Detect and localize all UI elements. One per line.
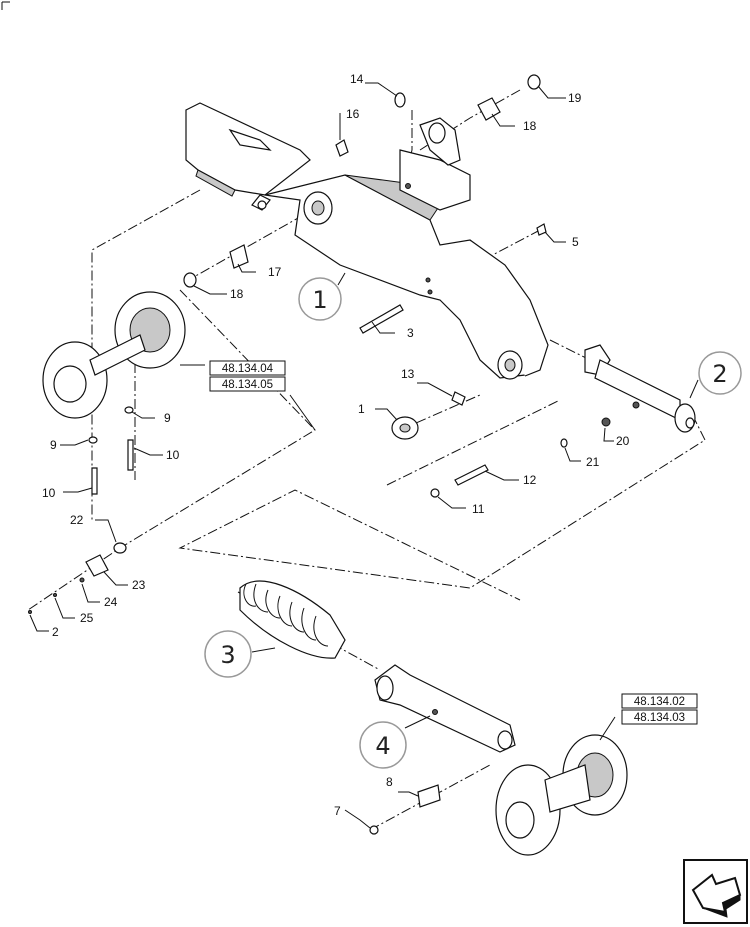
part-label: 20 (616, 434, 630, 448)
next-page-arrow-icon[interactable] (683, 859, 748, 924)
part-label: 5 (572, 235, 579, 249)
bellows-spring (239, 580, 346, 659)
reference-code: 48.134.04 (222, 363, 274, 375)
callout-label: 4 (375, 732, 390, 760)
right-hub (495, 734, 628, 856)
leader-lines (29, 82, 699, 829)
callout-1: 1 (298, 277, 342, 321)
part-number-labels: 14 16 19 18 5 17 18 3 13 1 20 21 12 11 9… (42, 72, 630, 818)
callout-label: 1 (312, 286, 327, 314)
part-label: 18 (230, 287, 244, 301)
part-label: 21 (586, 455, 600, 469)
part-label: 24 (104, 595, 118, 609)
part-label: 14 (350, 72, 364, 86)
left-hub (42, 291, 186, 419)
small-hardware (28, 74, 611, 835)
part-label: 10 (166, 448, 180, 462)
part-label: 9 (164, 411, 171, 425)
part-label: 13 (401, 367, 415, 381)
corner-mark (1, 1, 10, 10)
reference-code: 48.134.02 (634, 696, 685, 708)
part-label: 18 (523, 119, 537, 133)
part-label: 1 (358, 402, 365, 416)
callout-label: 2 (712, 360, 727, 388)
part-label: 11 (472, 502, 485, 516)
part-label: 25 (80, 611, 94, 625)
part-label: 22 (70, 513, 84, 527)
callout-label: 3 (220, 641, 235, 669)
part-label: 12 (523, 473, 537, 487)
trailing-arm (374, 664, 516, 753)
part-label: 23 (132, 578, 146, 592)
reference-code: 48.134.03 (634, 712, 685, 724)
part-label: 7 (334, 804, 341, 818)
part-label: 17 (268, 265, 282, 279)
part-label: 10 (42, 486, 56, 500)
pivot-pin (584, 344, 696, 433)
callout-2: 2 (698, 351, 742, 395)
callout-4: 4 (359, 721, 407, 769)
reference-box-left[interactable]: 48.134.04 48.134.05 (209, 360, 286, 392)
part-label: 19 (568, 91, 582, 105)
reference-box-right[interactable]: 48.134.02 48.134.03 (621, 693, 698, 725)
reference-code: 48.134.05 (222, 379, 273, 391)
part-label: 2 (52, 625, 59, 639)
axle-beam-assembly (185, 102, 549, 380)
callout-3: 3 (204, 630, 252, 678)
part-label: 16 (346, 107, 360, 121)
part-label: 9 (50, 438, 57, 452)
part-label: 8 (386, 775, 393, 789)
part-label: 3 (407, 326, 414, 340)
